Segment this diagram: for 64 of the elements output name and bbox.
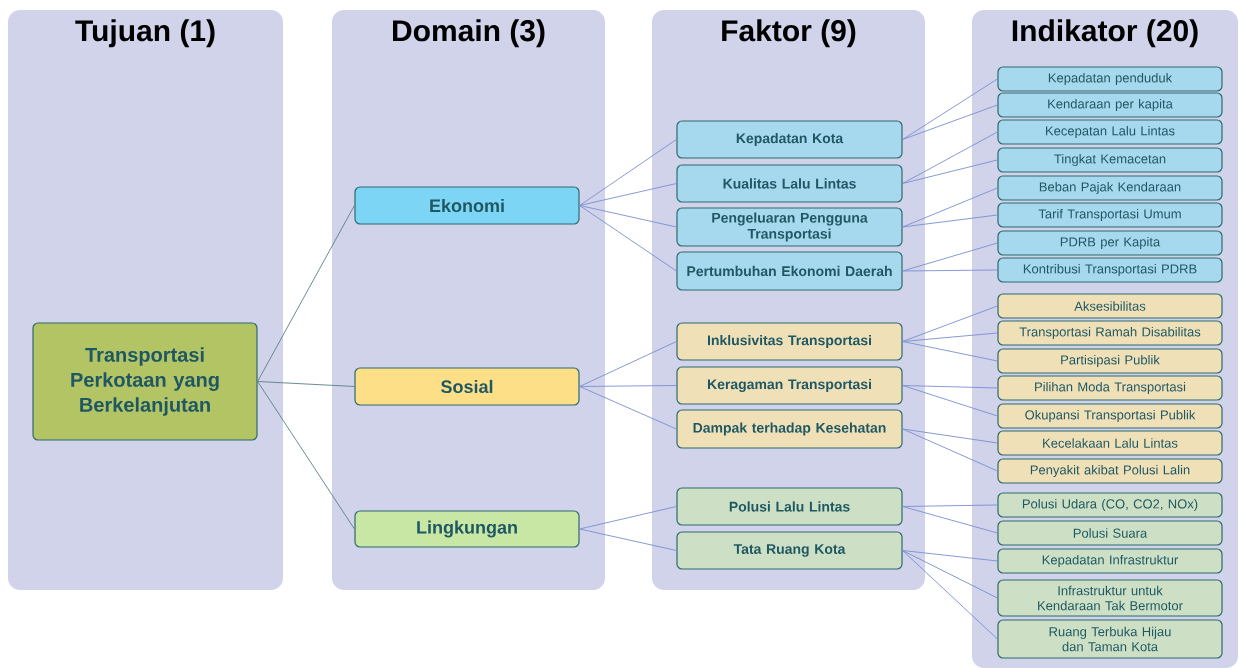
- connector-line: [902, 187, 998, 228]
- connector-line: [902, 506, 998, 534]
- indicator-box: Kendaraan per kapita: [997, 92, 1223, 118]
- indicator-box: Beban Pajak Kendaraan: [997, 175, 1223, 201]
- indicator-box: Kepadatan penduduk: [997, 66, 1223, 92]
- connector-line: [257, 381, 355, 387]
- indicator-box: Tarif Transportasi Umum: [997, 202, 1223, 228]
- factor-box: Pertumbuhan Ekonomi Daerah: [676, 251, 903, 291]
- indicator-box: Penyakit akibat Polusi Lalin: [997, 458, 1223, 484]
- indicator-box: Kecepatan Lalu Lintas: [997, 119, 1223, 145]
- factor-box: Keragaman Transportasi: [676, 366, 903, 405]
- connector-line: [902, 428, 998, 444]
- domain-box: Ekonomi: [354, 186, 580, 225]
- goal-box: Transportasi Perkotaan yang Berkelanjutan: [32, 322, 258, 441]
- connector-line: [902, 428, 998, 472]
- connector-line: [579, 205, 677, 228]
- connector-line: [902, 242, 998, 272]
- indicator-box: Kontribusi Transportasi PDRB: [997, 257, 1223, 283]
- connector-line: [257, 381, 355, 530]
- indicator-box: Kepadatan Infrastruktur: [997, 548, 1223, 574]
- indicator-box: Polusi Suara: [997, 520, 1223, 546]
- connector-line: [902, 550, 998, 562]
- factor-box: Kualitas Lalu Lintas: [676, 164, 903, 203]
- connector-line: [902, 269, 998, 272]
- connector-line: [579, 528, 677, 551]
- factor-box: Kepadatan Kota: [676, 120, 903, 159]
- connector-line: [902, 550, 998, 599]
- indicator-box: Tingkat Kemacetan: [997, 147, 1223, 173]
- connector-line: [579, 205, 677, 272]
- factor-box: Inklusivitas Transportasi: [676, 322, 903, 361]
- connector-line: [902, 550, 998, 640]
- connector-line: [902, 385, 998, 389]
- factor-box: Tata Ruang Kota: [676, 531, 903, 570]
- indicator-box: Ruang Terbuka Hijau dan Taman Kota: [997, 619, 1223, 659]
- domain-box: Sosial: [354, 367, 580, 406]
- connector-line: [902, 305, 998, 342]
- domain-box: Lingkungan: [354, 510, 580, 548]
- connector-line: [579, 341, 677, 387]
- connector-line: [902, 504, 998, 507]
- indicator-box: PDRB per Kapita: [997, 230, 1223, 256]
- connector-line: [902, 214, 998, 228]
- connector-line: [579, 386, 677, 430]
- indicator-box: Aksesibilitas: [997, 293, 1223, 319]
- connector-line: [579, 385, 677, 387]
- connector-line: [902, 341, 998, 362]
- indicator-box: Partisipasi Publik: [997, 348, 1223, 374]
- indicator-box: Okupansi Transportasi Publik: [997, 403, 1223, 429]
- indicator-box: Infrastruktur untuk Kendaraan Tak Bermotor: [997, 579, 1223, 617]
- connector-line: [902, 131, 998, 184]
- connector-line: [902, 104, 998, 140]
- indicator-box: Polusi Udara (CO, CO2, NOx): [997, 492, 1223, 518]
- connector-line: [902, 385, 998, 417]
- connector-line: [902, 78, 998, 140]
- connector-line: [579, 139, 677, 206]
- factor-box: Polusi Lalu Lintas: [676, 487, 903, 526]
- indicator-box: Kecelakaan Lalu Lintas: [997, 430, 1223, 456]
- connector-line: [902, 159, 998, 184]
- connector-line: [579, 183, 677, 206]
- factor-box: Pengeluaran Pengguna Transportasi: [676, 207, 903, 247]
- connector-line: [579, 506, 677, 530]
- connector-line: [257, 205, 355, 382]
- factor-box: Dampak terhadap Kesehatan: [676, 409, 903, 449]
- indicator-box: Transportasi Ramah Disabilitas: [997, 320, 1223, 346]
- indicator-box: Pilihan Moda Transportasi: [997, 375, 1223, 401]
